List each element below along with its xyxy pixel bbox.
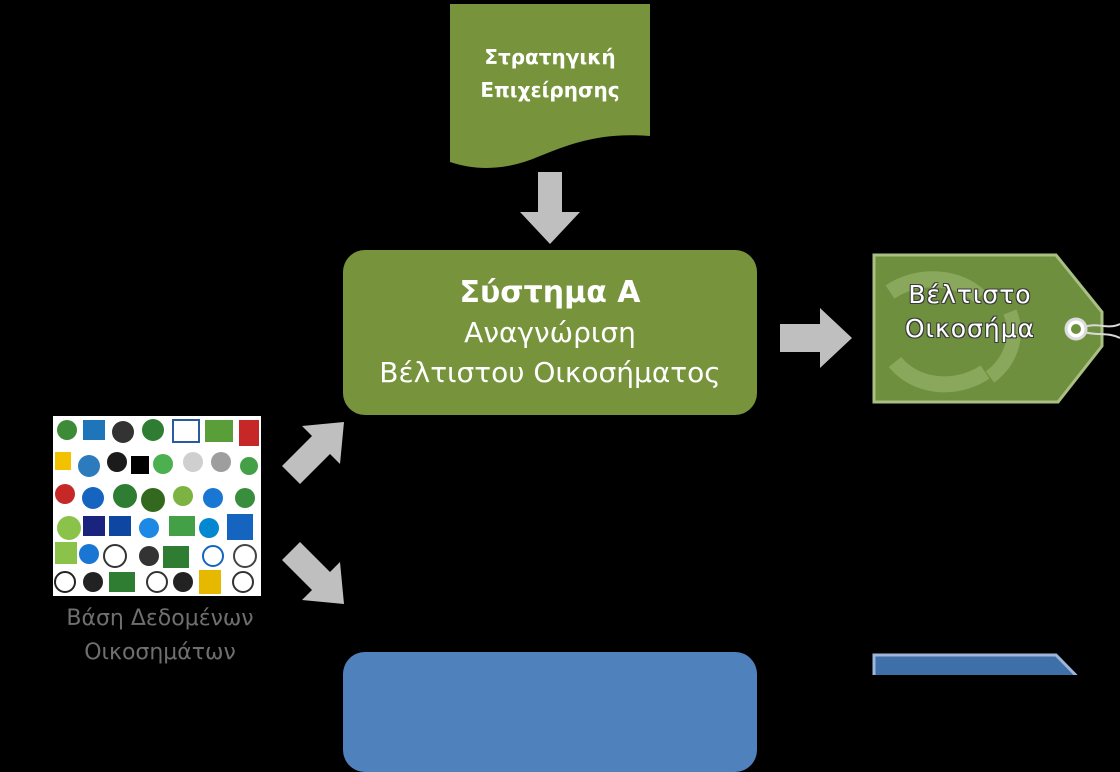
strategy-line-2: Επιχείρησης xyxy=(480,78,620,102)
right-arrow xyxy=(780,308,852,368)
eco-tag-shape xyxy=(872,253,1120,404)
eco-tag-line-1: Βέλτιστο xyxy=(908,280,1032,309)
system-a-title: Σύστημα Α xyxy=(459,274,641,310)
system-b-box xyxy=(343,652,757,772)
database-caption: Βάση Δεδομένων Οικοσημάτων xyxy=(40,602,280,670)
database-line-2: Οικοσημάτων xyxy=(84,640,236,665)
strategy-label: Στρατηγική Επιχείρησης xyxy=(450,34,650,114)
database-line-1: Βάση Δεδομένων xyxy=(66,606,254,631)
system-a-box: Σύστημα Α Αναγνώριση Βέλτιστου Οικοσήματ… xyxy=(343,250,757,415)
system-a-line-2: Βέλτιστου Οικοσήματος xyxy=(379,355,721,389)
eco-tag-b-shape xyxy=(872,653,1078,675)
system-a-line-1: Αναγνώριση xyxy=(464,315,636,349)
down-arrow xyxy=(520,172,580,244)
eco-tag-label: Βέλτιστο Οικοσήμα xyxy=(890,272,1050,352)
strategy-line-1: Στρατηγική xyxy=(484,45,616,69)
strategy-document-shape xyxy=(450,4,650,168)
up-right-arrow xyxy=(282,422,344,484)
eco-tag-line-2: Οικοσήμα xyxy=(904,314,1036,343)
down-right-arrow xyxy=(282,542,344,604)
ecolabel-collage-image xyxy=(53,416,261,596)
